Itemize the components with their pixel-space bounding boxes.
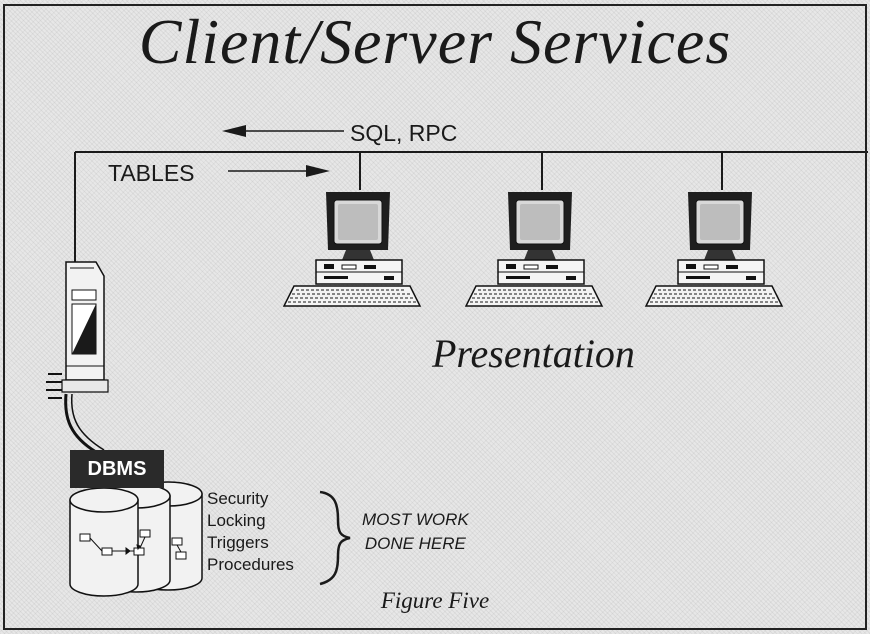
service-locking: Locking — [207, 511, 266, 530]
work-note: MOST WORK DONE HERE — [362, 508, 469, 556]
workstation-icon — [283, 191, 421, 307]
work-note-line1: MOST WORK — [362, 510, 469, 529]
service-procedures: Procedures — [207, 555, 294, 574]
presentation-label: Presentation — [432, 331, 635, 376]
dbms-label: DBMS — [70, 450, 164, 488]
workstation-icon — [465, 191, 603, 307]
request-label: SQL, RPC — [350, 120, 458, 146]
brace-shape — [319, 490, 351, 586]
request-arrow — [222, 125, 344, 137]
service-triggers: Triggers — [207, 533, 269, 552]
figure-caption: Figure Five — [380, 588, 490, 613]
data-flow-icon — [79, 529, 187, 560]
workstation-icon — [645, 191, 783, 307]
work-note-line2: DONE HERE — [364, 534, 466, 553]
diagram-title: Client/Server Services — [138, 6, 732, 77]
response-label: TABLES — [108, 160, 195, 186]
response-arrow — [228, 165, 330, 177]
server-tower-icon — [46, 261, 109, 454]
services-list: Security Locking Triggers Procedures — [207, 488, 294, 576]
service-security: Security — [207, 489, 269, 508]
